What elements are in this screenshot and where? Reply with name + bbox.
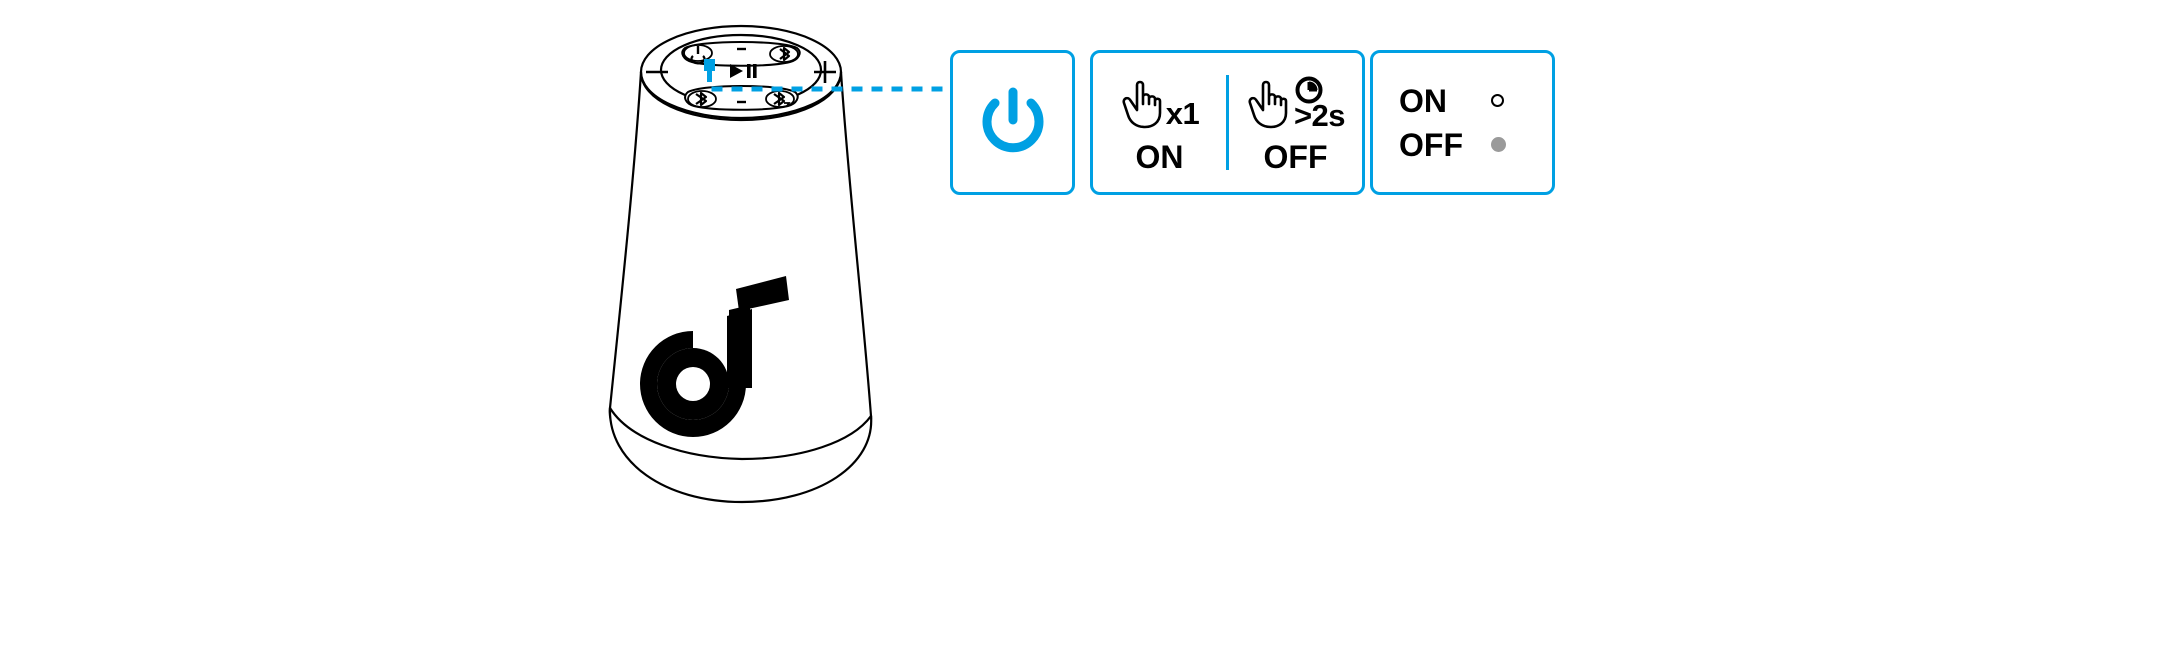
bluetooth-icon[interactable] [769, 45, 799, 63]
action-top-off: >2s [1246, 76, 1346, 133]
power-icon [982, 87, 1043, 152]
hand-tap-icon [1122, 80, 1162, 128]
indicator-label-off: OFF [1399, 126, 1463, 163]
power-icon[interactable] [683, 44, 713, 65]
hold-duration-text: >2s [1293, 97, 1346, 133]
action-divider [1226, 75, 1229, 170]
power-actions-callout: x1 ON >2s OFF [1090, 50, 1365, 195]
indicator-row-off: OFF [1399, 129, 1506, 161]
action-cell-on[interactable]: x1 ON [1093, 53, 1226, 192]
action-label-on: ON [1135, 138, 1184, 175]
led-indicator-callout: ON OFF [1370, 50, 1555, 195]
led-hollow-icon [1491, 94, 1504, 107]
indicator-row-on: ON [1399, 85, 1506, 117]
indicator-label-on: ON [1399, 82, 1447, 119]
clock-icon [1295, 76, 1323, 103]
led-filled-icon [1491, 137, 1506, 152]
action-suffix-off: >2s [1293, 76, 1346, 133]
soundcore-logo [640, 276, 789, 437]
power-symbol-callout[interactable] [950, 50, 1075, 195]
action-suffix-on: x1 [1165, 95, 1200, 131]
partycast-icon[interactable] [687, 90, 717, 108]
indicator-rows: ON OFF [1399, 85, 1506, 161]
action-top-on: x1 [1120, 77, 1200, 133]
speaker-body [607, 24, 873, 504]
hand-press-hold-icon [1248, 80, 1288, 128]
action-label-off: OFF [1263, 138, 1328, 175]
action-cell-off[interactable]: >2s OFF [1229, 53, 1362, 192]
speaker-illustration [607, 24, 873, 504]
